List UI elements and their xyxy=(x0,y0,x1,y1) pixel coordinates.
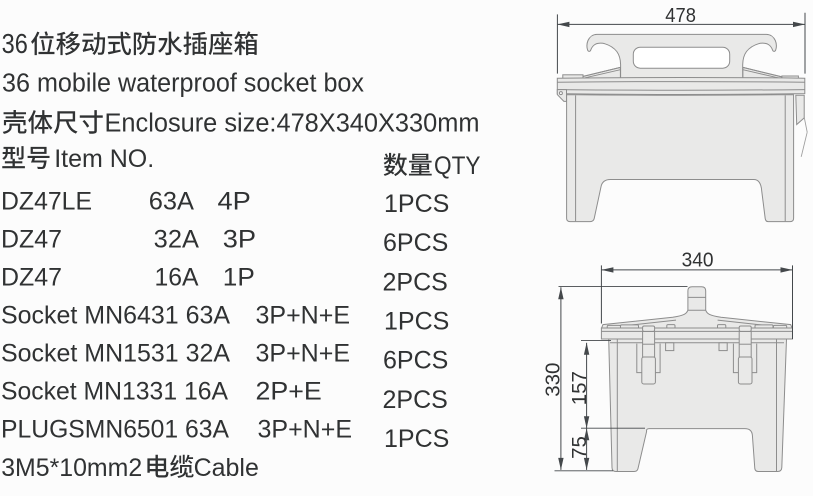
svg-text:2PCS: 2PCS xyxy=(383,268,448,296)
svg-text:330: 330 xyxy=(541,363,564,397)
svg-text:1PCS: 1PCS xyxy=(384,425,449,453)
svg-text:3P+N+E: 3P+N+E xyxy=(258,415,353,443)
svg-text:63A: 63A xyxy=(149,187,195,215)
svg-text:4P: 4P xyxy=(218,187,251,215)
svg-text:6PCS: 6PCS xyxy=(383,229,448,257)
svg-text:6PCS: 6PCS xyxy=(383,347,448,375)
svg-text:DZ47: DZ47 xyxy=(1,263,62,291)
svg-text:PLUGSMN6501 63A: PLUGSMN6501 63A xyxy=(1,415,229,443)
svg-text:QTY: QTY xyxy=(434,152,481,180)
svg-text:2PCS: 2PCS xyxy=(383,386,448,414)
svg-text:36 mobile waterproof socket bo: 36 mobile waterproof socket box xyxy=(2,68,364,98)
svg-text:3P+N+E: 3P+N+E xyxy=(256,339,351,367)
svg-text:Enclosure size:478X340X330mm: Enclosure size:478X340X330mm xyxy=(105,110,480,138)
svg-text:Socket MN1531 32A: Socket MN1531 32A xyxy=(1,339,230,367)
svg-text:2P+E: 2P+E xyxy=(256,377,322,405)
svg-text:3P: 3P xyxy=(223,225,256,253)
svg-text:1PCS: 1PCS xyxy=(384,190,449,218)
svg-text:3P+N+E: 3P+N+E xyxy=(256,301,351,329)
svg-text:36: 36 xyxy=(2,28,28,59)
svg-text:Item NO.: Item NO. xyxy=(54,145,154,173)
svg-text:3M5*10mm2: 3M5*10mm2 xyxy=(1,454,142,482)
svg-text:1PCS: 1PCS xyxy=(384,308,449,336)
svg-text:DZ47: DZ47 xyxy=(1,225,62,253)
svg-text:1P: 1P xyxy=(223,263,255,291)
svg-text:157: 157 xyxy=(568,371,591,405)
svg-text:32A: 32A xyxy=(154,225,200,253)
svg-text:DZ47LE: DZ47LE xyxy=(1,187,92,215)
svg-text:Socket MN1331 16A: Socket MN1331 16A xyxy=(1,377,228,405)
svg-text:340: 340 xyxy=(682,249,714,272)
svg-text:478: 478 xyxy=(665,4,696,27)
svg-text:16A: 16A xyxy=(155,263,199,291)
svg-text:Cable: Cable xyxy=(194,454,259,482)
svg-text:75: 75 xyxy=(568,436,591,459)
svg-text:Socket MN6431 63A: Socket MN6431 63A xyxy=(1,301,230,329)
